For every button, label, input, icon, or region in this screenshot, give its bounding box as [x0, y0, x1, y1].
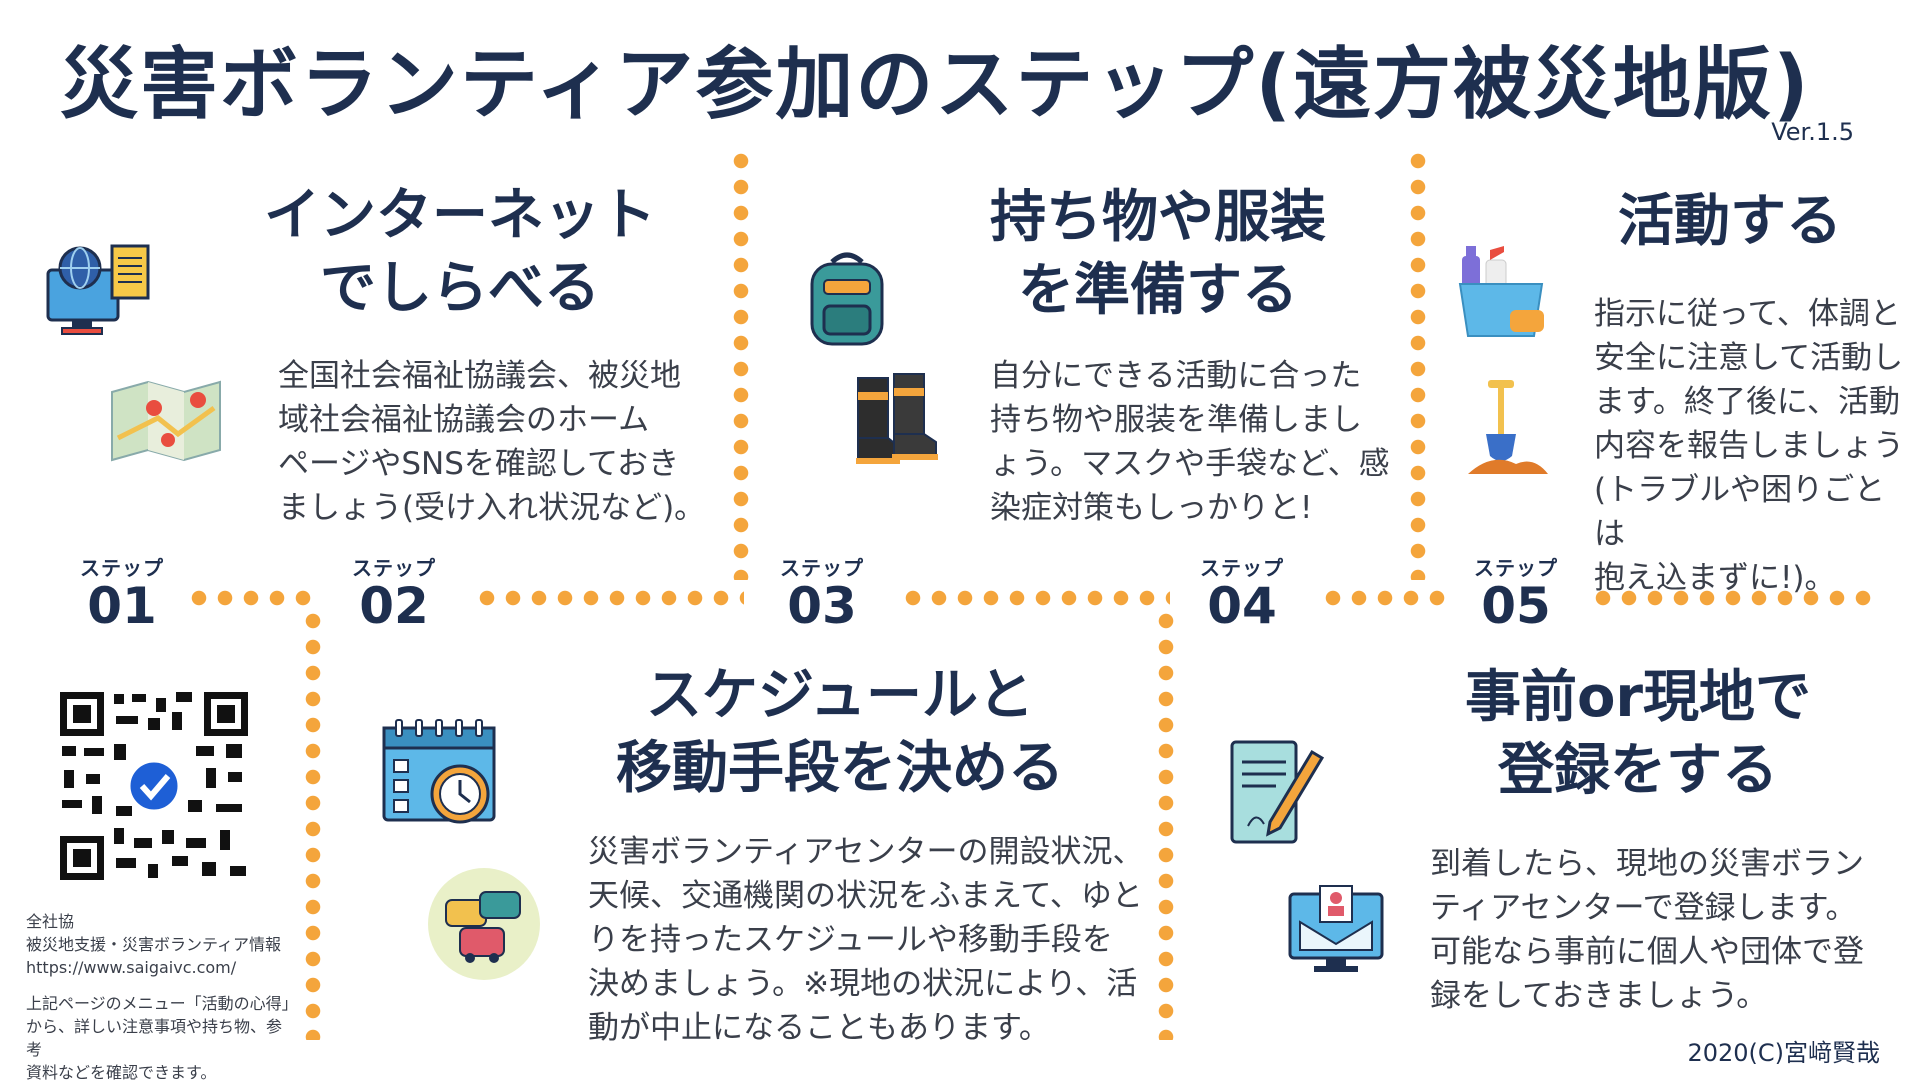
map-icon — [108, 378, 224, 466]
step-04-body: 到着したら、現地の災害ボラン ティアセンターで登録します。 可能なら事前に個人や… — [1430, 846, 1864, 1015]
copyright-footer: 2020(C)宮﨑賢哉 — [1687, 1039, 1880, 1067]
traffic-cars-icon — [424, 864, 544, 986]
divider-v4 — [1158, 608, 1174, 1040]
divider-v2 — [1410, 148, 1426, 580]
step-05-heading: 活動する — [1618, 189, 1842, 254]
divider-h2 — [474, 590, 744, 606]
calendar-clock-icon — [380, 716, 500, 838]
reference-url[interactable]: https://www.saigaivc.com/ — [26, 958, 237, 978]
reference-note: 全社協 被災地支援・災害ボランティア情報 https://www.saigaiv… — [26, 912, 298, 1083]
clipboard-pen-icon — [1226, 738, 1326, 854]
step-03-body: 自分にできる活動に合った 持ち物や服装を準備しまし ょう。マスクや手袋など、感 … — [990, 358, 1390, 527]
cleaning-bucket-icon — [1456, 240, 1546, 344]
registration-screen-icon — [1286, 884, 1386, 980]
globe-monitor-icon — [44, 240, 154, 344]
version-label: Ver.1.5 — [1771, 118, 1854, 146]
step-01-body: 全国社会福祉協議会、被災地 域社会福祉協議会のホーム ページやSNSを確認してお… — [278, 358, 706, 527]
divider-h5 — [1590, 590, 1880, 606]
qr-code-icon — [56, 688, 252, 888]
step-05-body: 指示に従って、体調と 安全に注意して活動し ます。終了後に、活動 内容を報告しま… — [1594, 296, 1904, 597]
step-01-heading: インターネット でしらべる — [264, 183, 656, 321]
divider-h1 — [186, 590, 320, 606]
divider-h3 — [900, 590, 1170, 606]
divider-v3 — [305, 608, 321, 1040]
divider-h4 — [1320, 590, 1454, 606]
boots-icon — [850, 372, 942, 472]
shovel-icon — [1462, 378, 1552, 482]
divider-v1 — [733, 148, 749, 580]
step-03-heading: 持ち物や服装 を準備する — [990, 185, 1326, 323]
step-02-body: 災害ボランティアセンターの開設状況、 天候、交通機関の状況をふまえて、ゆと りを… — [588, 834, 1144, 1047]
step-04-heading: 事前or現地で 登録をする — [1464, 665, 1812, 803]
step-02-heading: スケジュールと 移動手段を決める — [616, 663, 1064, 801]
backpack-icon — [802, 248, 892, 352]
page-title: 災害ボランティア参加のステップ(遠方被災地版) — [60, 40, 1811, 130]
